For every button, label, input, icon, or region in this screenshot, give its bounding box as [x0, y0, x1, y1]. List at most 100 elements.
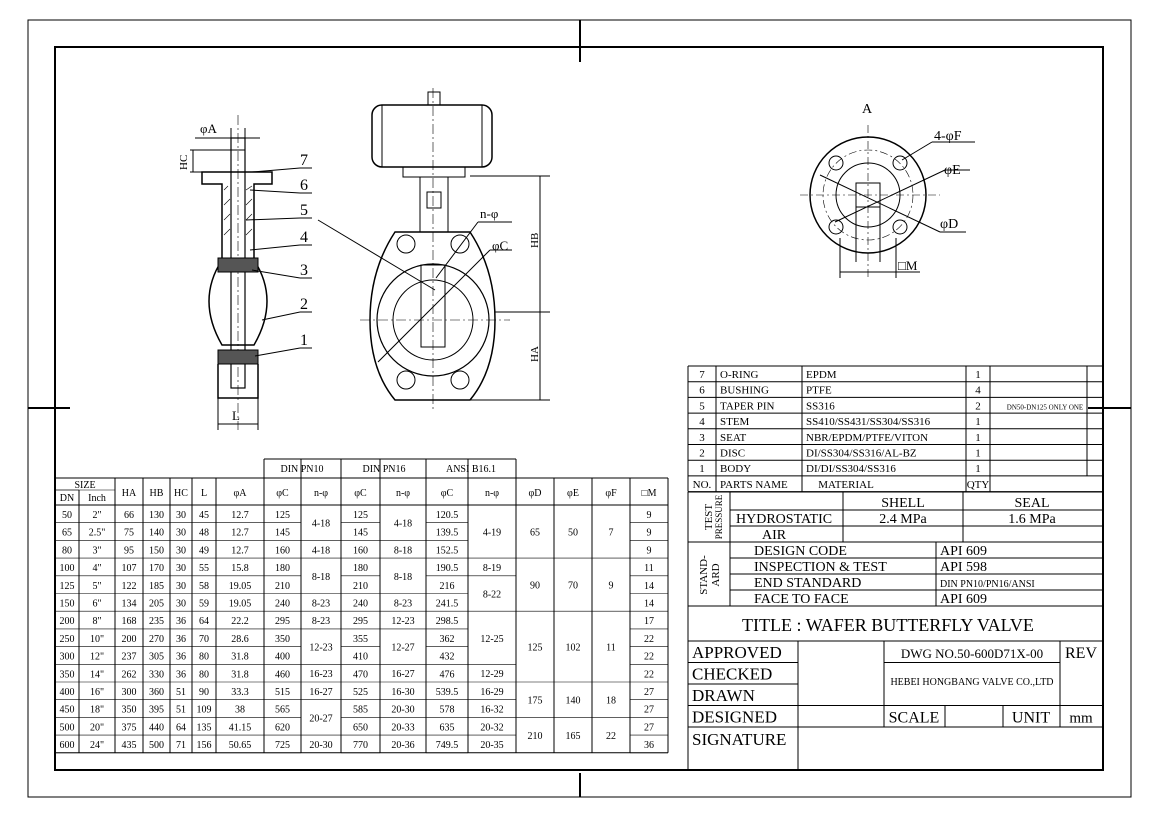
table-cell: 156	[197, 740, 212, 751]
table-cell: 600	[60, 740, 75, 751]
table-cell: 30	[176, 599, 186, 610]
table-cell: 145	[275, 528, 290, 539]
table-cell: 635	[440, 722, 455, 733]
col-header: φC	[441, 488, 454, 499]
table-cell: 216	[440, 581, 455, 592]
drawn-label: DRAWN	[692, 686, 755, 705]
table-cell-merged: 90	[530, 581, 540, 592]
callout-3: 3	[300, 262, 308, 279]
table-cell: 36	[176, 616, 186, 627]
company-name: HEBEI HONGBANG VALVE CO.,LTD	[890, 677, 1053, 688]
table-cell-merged: 20-30	[391, 705, 414, 716]
table-cell: 241.5	[436, 599, 459, 610]
table-cell-merged: 8-23	[394, 598, 412, 609]
table-cell: 12.7	[231, 510, 249, 521]
table-cell: 70	[199, 634, 209, 645]
table-cell: 66	[124, 510, 134, 521]
table-cell: 440	[149, 722, 164, 733]
table-cell: 107	[122, 563, 137, 574]
part-no: 7	[699, 369, 705, 381]
table-cell-merged: 20-27	[309, 713, 332, 724]
table-cell: 295	[353, 616, 368, 627]
table-cell-merged: 4-18	[312, 519, 330, 530]
table-cell: 38	[235, 705, 245, 716]
label-n-phi: n-φ	[480, 206, 498, 221]
table-cell: 460	[275, 669, 290, 680]
table-cell: 770	[353, 740, 368, 751]
standard-value: API 609	[940, 592, 987, 607]
col-header: n-φ	[396, 488, 410, 499]
size-header: SIZE	[74, 480, 95, 491]
table-cell: 578	[440, 705, 455, 716]
table-cell-merged: 20-35	[480, 740, 503, 751]
table-cell: 14	[644, 599, 654, 610]
table-cell: 298.5	[436, 616, 459, 627]
table-cell-merged: 12-23	[391, 616, 414, 627]
table-cell: 360	[149, 687, 164, 698]
table-cell: 90	[199, 687, 209, 698]
table-cell: 9	[647, 545, 652, 556]
table-cell: 80	[62, 545, 72, 556]
table-cell: 130	[149, 510, 164, 521]
table-cell: 3"	[92, 545, 101, 556]
part-qty: 2	[975, 400, 981, 412]
table-cell: 18"	[90, 705, 104, 716]
table-cell: 48	[199, 528, 209, 539]
table-cell-merged: 8-23	[312, 616, 330, 627]
table-cell: 14"	[90, 669, 104, 680]
label-HB: HB	[529, 233, 541, 248]
table-cell: 270	[149, 634, 164, 645]
label-phiE: φE	[944, 163, 961, 178]
table-cell: 41.15	[229, 722, 252, 733]
table-cell: 122	[122, 581, 137, 592]
hydro-label: HYDROSTATIC	[736, 512, 832, 527]
table-cell: 8"	[92, 616, 101, 627]
table-cell-merged: 4-18	[312, 545, 330, 556]
table-cell: 240	[353, 599, 368, 610]
table-cell-merged: 8-18	[312, 572, 330, 583]
standard-value: API 598	[940, 560, 987, 575]
table-cell: 59	[199, 599, 209, 610]
table-cell: 36	[176, 652, 186, 663]
part-qty: 1	[975, 432, 981, 444]
part-name: DISC	[720, 448, 745, 460]
table-cell: 14	[644, 581, 654, 592]
table-cell: 12"	[90, 652, 104, 663]
col-header: φF	[605, 488, 617, 499]
table-cell: 139.5	[436, 528, 459, 539]
table-cell: 27	[644, 705, 654, 716]
table-cell: 125	[353, 510, 368, 521]
callout-5: 5	[300, 202, 308, 219]
table-cell: 100	[60, 563, 75, 574]
table-cell-merged: 4-18	[394, 519, 412, 530]
standard-name: DESIGN CODE	[754, 544, 847, 559]
part-name: BUSHING	[720, 385, 769, 397]
label-HC: HC	[178, 155, 190, 170]
standard-value: API 609	[940, 544, 987, 559]
table-cell: 50.65	[229, 740, 252, 751]
table-cell: 250	[60, 634, 75, 645]
table-cell: 650	[353, 722, 368, 733]
checked-label: CHECKED	[692, 665, 772, 684]
table-cell: 4"	[92, 563, 101, 574]
table-cell: 350	[275, 634, 290, 645]
table-cell-merged: 11	[606, 643, 616, 654]
table-cell-merged: 65	[530, 528, 540, 539]
table-cell: 125	[60, 581, 75, 592]
part-qty: 1	[975, 448, 981, 460]
table-cell: 22	[644, 652, 654, 663]
col-header: φC	[276, 488, 289, 499]
table-cell: 22	[644, 634, 654, 645]
callout-numbers: 7 6 5 4 3 2 1	[300, 152, 308, 349]
table-cell: 9	[647, 528, 652, 539]
table-cell-merged: 16-27	[309, 687, 332, 698]
dwg-number: DWG NO.50-600D71X-00	[901, 646, 1043, 661]
part-no: 6	[699, 385, 705, 397]
table-cell: 2.5"	[89, 528, 106, 539]
table-cell: 725	[275, 740, 290, 751]
part-name: STEM	[720, 416, 750, 428]
table-cell: 65	[62, 528, 72, 539]
table-cell: 58	[199, 581, 209, 592]
table-cell: 24"	[90, 740, 104, 751]
